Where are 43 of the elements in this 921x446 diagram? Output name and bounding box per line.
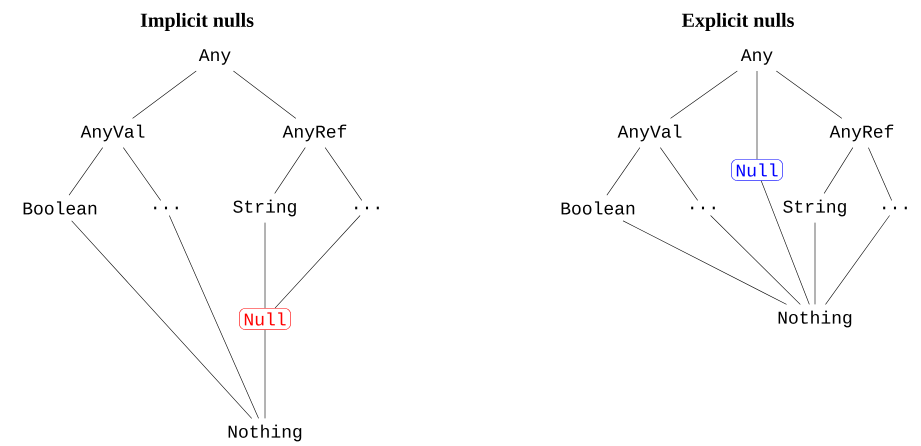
connector-line bbox=[169, 215, 259, 419]
connector-line bbox=[132, 70, 197, 119]
type-label: String bbox=[783, 200, 846, 216]
type-label: String bbox=[233, 200, 296, 216]
type-label: Any bbox=[740, 49, 773, 65]
connector-line bbox=[274, 215, 360, 308]
type-label: AnyRef bbox=[830, 124, 894, 142]
type-label: ... bbox=[883, 206, 907, 210]
type-label: Any bbox=[198, 49, 231, 65]
connector-line bbox=[670, 70, 738, 119]
connector-line bbox=[756, 70, 758, 160]
type-label: ... bbox=[154, 206, 178, 210]
type-label: ... bbox=[355, 206, 379, 210]
null-box: Null bbox=[239, 308, 291, 330]
type-label: AnyVal bbox=[80, 124, 144, 142]
connector-line bbox=[622, 220, 787, 305]
type-label: AnyVal bbox=[618, 124, 682, 142]
type-label: Boolean bbox=[24, 201, 96, 215]
connector-line bbox=[825, 215, 890, 305]
type-label: AnyRef bbox=[282, 124, 346, 142]
connector-line bbox=[606, 147, 640, 196]
connector-line bbox=[814, 222, 816, 305]
connector-line bbox=[710, 215, 801, 305]
connector-line bbox=[760, 180, 810, 305]
connector-line bbox=[274, 147, 306, 194]
null-box: Null bbox=[731, 159, 783, 181]
title: Implicit nulls bbox=[140, 12, 254, 32]
connector-line bbox=[123, 147, 161, 201]
title: Explicit nulls bbox=[682, 12, 794, 32]
connector-line bbox=[868, 147, 892, 201]
connector-line bbox=[824, 147, 854, 194]
connector-line bbox=[776, 70, 842, 119]
type-label: Nothing bbox=[228, 424, 302, 442]
connector-line bbox=[660, 147, 698, 201]
connector-line bbox=[71, 220, 252, 419]
connector-line bbox=[68, 147, 103, 196]
type-label: Boolean bbox=[562, 201, 634, 215]
type-label: Nothing bbox=[778, 310, 852, 328]
connector-line bbox=[233, 70, 296, 119]
connector-line bbox=[264, 330, 266, 419]
connector-line bbox=[324, 147, 362, 201]
type-label: ... bbox=[691, 206, 715, 210]
connector-line bbox=[264, 222, 266, 308]
